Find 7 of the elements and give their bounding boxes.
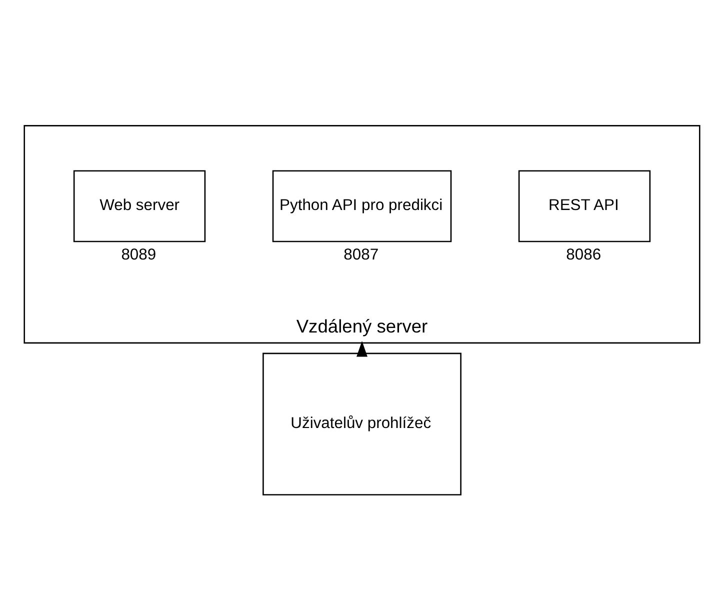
arrow xyxy=(356,340,368,357)
node-label: 8086 xyxy=(566,246,602,264)
node-box: Python API pro predikci xyxy=(272,170,452,242)
node-label: 8089 xyxy=(121,246,156,264)
node-label: 8087 xyxy=(344,246,379,264)
node-box: Web server xyxy=(73,170,206,242)
node-box: REST API xyxy=(518,170,651,242)
